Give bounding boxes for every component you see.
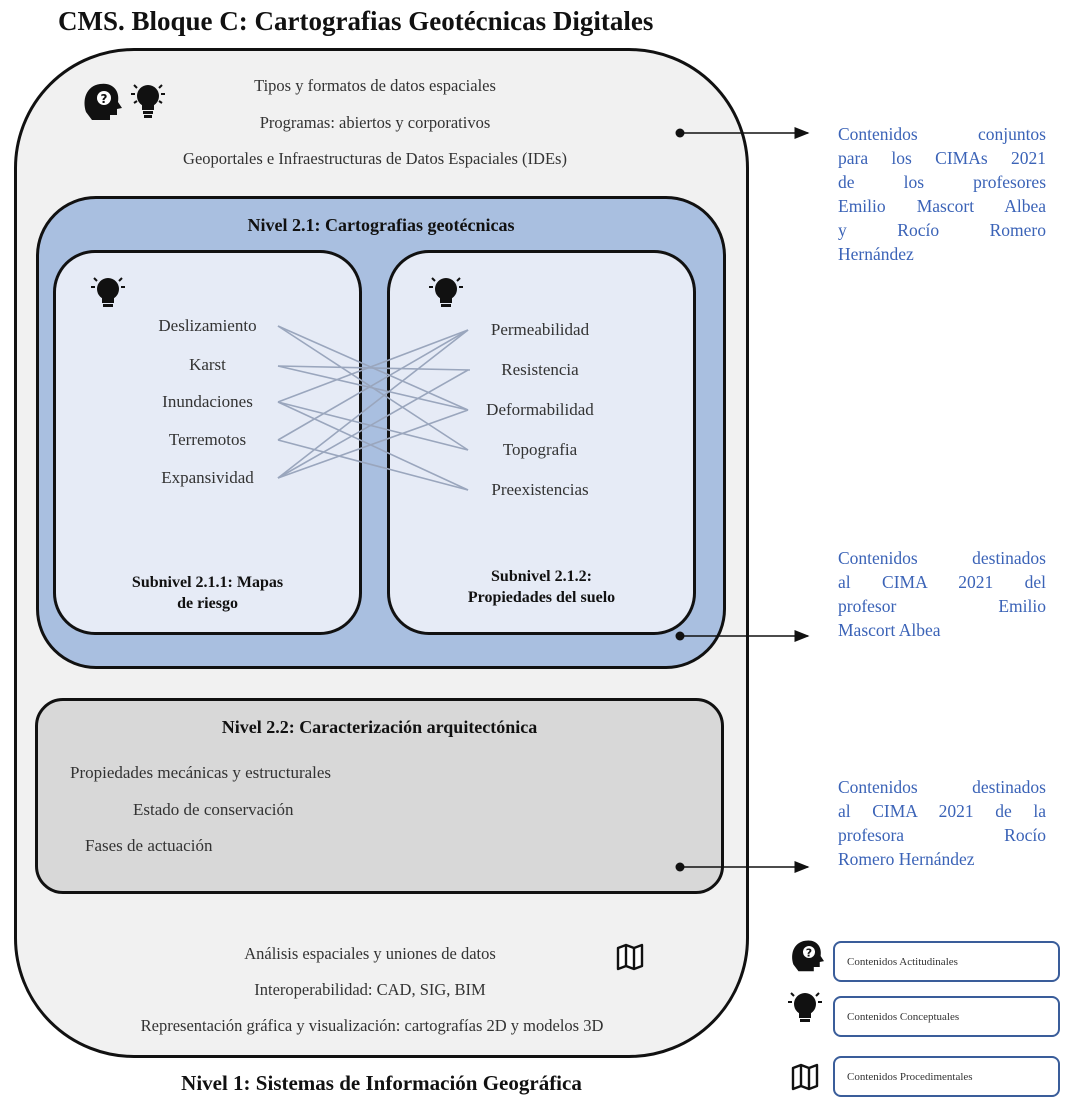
note-line: al CIMA 2021 de la — [838, 801, 1046, 821]
nivel1-top-item: Tipos y formatos de datos espaciales — [254, 76, 496, 95]
soil-item: Deformabilidad — [486, 400, 594, 419]
lightbulb-icon — [429, 277, 463, 307]
risk-item: Karst — [189, 355, 226, 374]
note-arrow-1 — [675, 127, 810, 139]
note-line: Emilio Mascort Albea — [838, 196, 1046, 216]
risk-item: Inundaciones — [162, 392, 253, 411]
lightbulb-icon — [91, 277, 125, 307]
nivel1-top-item: Programas: abiertos y corporativos — [259, 113, 491, 132]
note-line: Mascort Albea — [838, 620, 941, 640]
note-line: Contenidos destinados — [838, 777, 1046, 797]
nivel22-item: Propiedades mecánicas y estructurales — [70, 763, 332, 782]
soil-item: Resistencia — [501, 360, 579, 379]
note-line: Hernández — [838, 244, 914, 264]
nivel22-container — [35, 698, 724, 894]
head-question-icon: ? — [84, 83, 122, 120]
soil-item: Topografia — [502, 440, 578, 459]
risk-item: Terremotos — [168, 430, 247, 449]
svg-text:?: ? — [806, 947, 812, 960]
risk-item: Deslizamiento — [158, 316, 257, 335]
note-romero-contents: Contenidos destinados al CIMA 2021 de la… — [838, 775, 1046, 871]
legend-actitudinales: Contenidos Actitudinales — [833, 941, 1060, 982]
note-line: Contenidos destinados — [838, 548, 1046, 568]
note-line: profesor Emilio — [838, 596, 1046, 616]
note-line: profesora Rocío — [838, 825, 1046, 845]
nivel1-label: Nivel 1: Sistemas de Información Geográf… — [181, 1071, 582, 1095]
nivel21-title: Nivel 2.1: Cartografias geotécnicas — [247, 215, 515, 235]
subnivel-211-title-line: de riesgo — [177, 595, 238, 612]
nivel1-bottom-item: Interoperabilidad: CAD, SIG, BIM — [254, 980, 486, 999]
diagram-title: CMS. Bloque C: Cartografias Geotécnicas … — [58, 6, 654, 36]
map-icon — [616, 943, 644, 971]
nivel1-top-item: Geoportales e Infraestructuras de Datos … — [183, 149, 567, 168]
svg-text:?: ? — [101, 92, 108, 106]
subnivel-212-title-line: Propiedades del suelo — [467, 589, 616, 606]
note-joint-contents: Contenidos conjuntos para los CIMAs 2021… — [838, 122, 1046, 266]
note-line: Contenidos conjuntos — [838, 124, 1046, 144]
head-question-icon: ? — [792, 940, 824, 972]
note-line: Romero Hernández — [838, 849, 975, 869]
note-line: y Rocío Romero — [838, 220, 1046, 240]
note-mascort-contents: Contenidos destinados al CIMA 2021 del p… — [838, 546, 1046, 642]
soil-item: Permeabilidad — [490, 320, 590, 339]
nivel22-title: Nivel 2.2: Caracterización arquitectónic… — [221, 717, 538, 737]
nivel1-bottom-item: Análisis espaciales y uniones de datos — [244, 944, 496, 963]
risk-item: Expansividad — [161, 468, 254, 487]
note-line: al CIMA 2021 del — [838, 572, 1046, 592]
subnivel-212-title-line: Subnivel 2.1.2: — [491, 568, 592, 585]
subnivel-212-title: Subnivel 2.1.2: Propiedades del suelo — [387, 566, 696, 608]
legend-conceptuales: Contenidos Conceptuales — [833, 996, 1060, 1037]
subnivel-211-title-line: Subnivel 2.1.1: Mapas — [131, 574, 284, 591]
note-line: para los CIMAs 2021 — [838, 148, 1046, 168]
legend-procedimentales: Contenidos Procedimentales — [833, 1056, 1060, 1097]
map-icon — [791, 1063, 819, 1091]
note-arrow-3 — [675, 861, 810, 873]
subnivel-211-title: Subnivel 2.1.1: Mapas de riesgo — [53, 572, 362, 614]
lightbulb-icon — [131, 84, 165, 118]
nivel22-item: Estado de conservación — [133, 800, 294, 819]
soil-item: Preexistencias — [491, 480, 589, 499]
note-line: de los profesores — [838, 172, 1046, 192]
nivel22-item: Fases de actuación — [85, 836, 213, 855]
lightbulb-icon — [788, 992, 822, 1022]
connection-lines — [277, 325, 471, 491]
subnivel-211-box — [53, 250, 362, 635]
note-arrow-2 — [675, 630, 810, 642]
nivel1-bottom-item: Representación gráfica y visualización: … — [140, 1016, 604, 1035]
